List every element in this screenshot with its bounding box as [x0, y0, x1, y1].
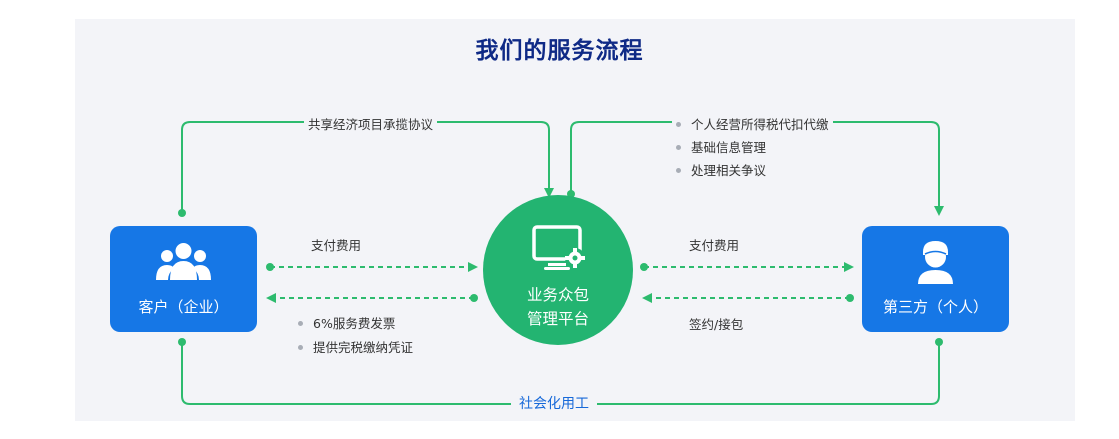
invoice-item: 提供完税缴纳凭证 [298, 337, 413, 356]
client-label: 客户（企业） [138, 298, 229, 316]
individual-node: 第三方（个人） [862, 226, 1009, 332]
platform-node: 业务众包 管理平台 [483, 195, 633, 345]
service-item: 基础信息管理 [676, 137, 766, 156]
bullet-dot [298, 321, 303, 326]
invoice-item: 6%服务费发票 [298, 313, 395, 332]
contract-label: 共享经济项目承揽协议 [304, 114, 438, 133]
bullet-dot [676, 168, 681, 173]
sign-label: 签约/接包 [689, 317, 744, 332]
contract-arrow [181, 121, 554, 212]
platform-label-line2: 管理平台 [526, 310, 589, 328]
bullet-dot [676, 145, 681, 150]
left-pay-label: 支付费用 [311, 238, 362, 253]
person-icon [918, 241, 953, 284]
right-pay-label: 支付费用 [689, 238, 740, 253]
group-people-icon [156, 243, 211, 280]
platform-label-line1: 业务众包 [526, 286, 589, 304]
contract-arrow-start-dot [178, 209, 186, 217]
monitor-gear-icon [532, 225, 585, 270]
individual-label: 第三方（个人） [882, 298, 988, 316]
service-item: 处理相关争议 [676, 160, 766, 179]
service-item: 个人经营所得税代扣代缴 [672, 114, 833, 133]
client-node: 客户（企业） [110, 226, 257, 332]
page-title: 我们的服务流程 [475, 38, 644, 64]
bottom-right-dot [935, 338, 943, 346]
bottom-left-dot [178, 338, 186, 346]
social-employment-label: 社会化用工 [511, 393, 597, 413]
bullet-dot [298, 345, 303, 350]
bullet-dot [676, 122, 681, 127]
